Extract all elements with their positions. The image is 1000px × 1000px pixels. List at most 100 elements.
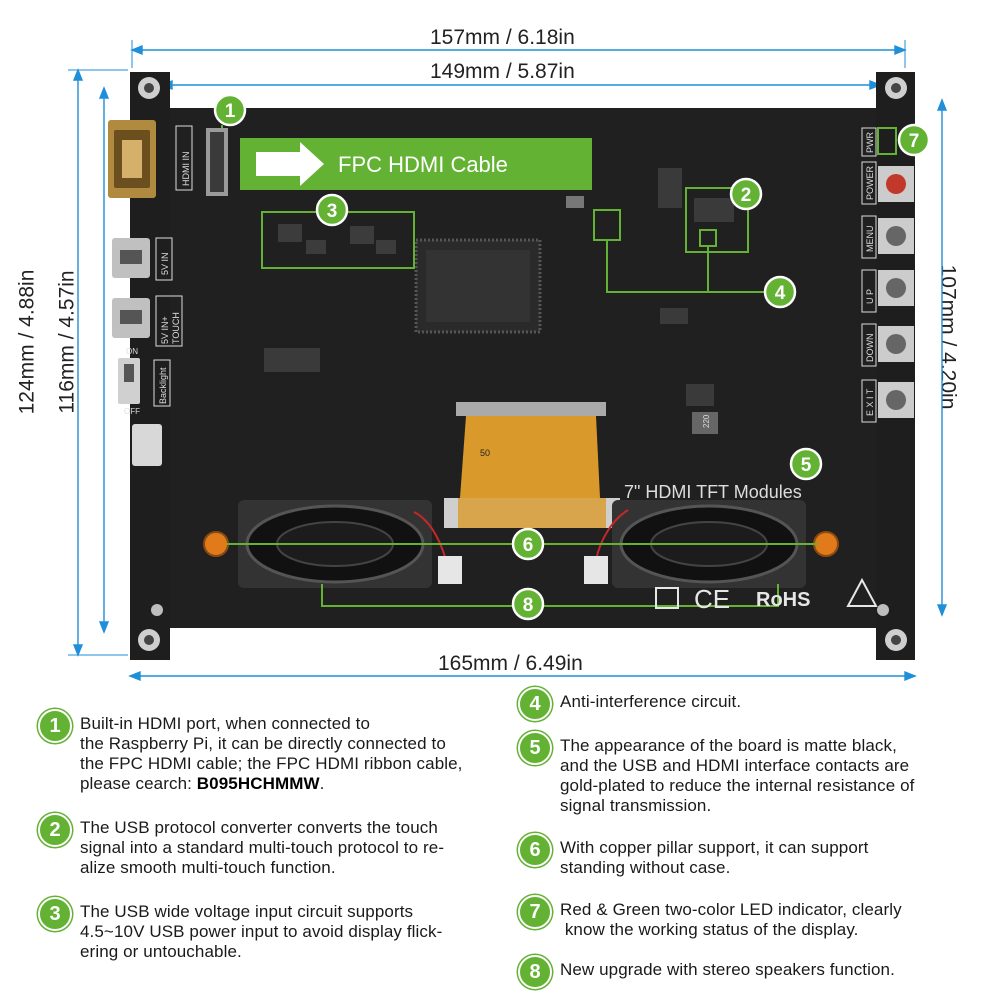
callout-1-number: 1	[225, 101, 236, 122]
mounting-holes	[138, 77, 907, 651]
note-1-prefix: please cearch:	[80, 774, 197, 793]
note-5-line-4: signal transmission.	[560, 796, 712, 815]
speaker-left	[238, 500, 432, 588]
backlight-on-label: ON	[126, 347, 138, 356]
main-chip	[414, 238, 542, 334]
note-1: 1 Built-in HDMI port, when connected to …	[38, 709, 508, 794]
note-5-line-2: and the USB and HDMI interface contacts …	[560, 756, 910, 775]
ce-mark: CE	[694, 584, 730, 614]
callout-1: 1	[213, 93, 247, 127]
product-code: B095HCHMMW	[196, 774, 320, 793]
hdmi-in-label: HDMI IN	[181, 152, 191, 187]
note-7-line-1: Red & Green two-color LED indicator, cle…	[560, 900, 902, 919]
usb-touch-port	[112, 298, 150, 338]
note-6-line-1: With copper pillar support, it can suppo…	[560, 838, 869, 857]
note-6-badge: 6	[518, 833, 552, 867]
width-outer-label: 157mm / 6.18in	[430, 26, 575, 49]
callout-5-number: 5	[801, 455, 812, 476]
note-4-line-1: Anti-interference circuit.	[560, 692, 742, 711]
note-5-line-3: gold-plated to reduce the internal resis…	[560, 776, 915, 795]
note-7-line-2: know the working status of the display.	[560, 920, 859, 939]
pwr-label: PWR	[865, 132, 875, 153]
note-4: 4 Anti-interference circuit.	[518, 687, 988, 721]
hdmi-port	[108, 120, 156, 198]
note-6: 6 With copper pillar support, it can sup…	[518, 833, 988, 878]
callout-8-number: 8	[523, 595, 534, 616]
note-5-badge: 5	[518, 731, 552, 765]
note-1-line-1: Built-in HDMI port, when connected to	[80, 714, 371, 733]
note-2-line-3: alize smooth multi-touch function.	[80, 858, 336, 877]
note-2-badge: 2	[38, 813, 72, 847]
module-label: 7" HDMI TFT Modules	[624, 482, 802, 502]
callout-2-number: 2	[741, 185, 752, 206]
note-3-badge: 3	[38, 897, 72, 931]
speaker-plug-right	[584, 556, 608, 584]
note-1-line-4: please cearch: B095HCHMMW.	[80, 774, 463, 794]
callout-box-2	[685, 187, 749, 253]
callout-5: 5	[789, 447, 823, 481]
callout-box-7	[877, 127, 897, 155]
note-8-badge: 8	[518, 955, 552, 989]
arrow-right-icon	[256, 142, 324, 186]
copper-pillar-left	[203, 531, 229, 557]
note-3-line-3: ering or untouchable.	[80, 942, 242, 961]
speaker-connector	[132, 424, 162, 466]
note-3-line-1: The USB wide voltage input circuit suppo…	[80, 902, 414, 921]
weee-icon	[655, 587, 679, 609]
note-1-suffix: .	[319, 774, 325, 793]
note-7-text: Red & Green two-color LED indicator, cle…	[560, 900, 902, 940]
speaker-plug-left	[438, 556, 462, 584]
note-7-badge: 7	[518, 895, 552, 929]
fpc-banner-text: FPC HDMI Cable	[338, 152, 508, 177]
callout-8: 8	[511, 587, 545, 621]
rohs-mark: RoHS	[756, 589, 810, 611]
usb-touch-label-2: TOUCH	[171, 312, 181, 344]
inductor-label: 220	[702, 414, 711, 428]
note-1-line-2: the Raspberry Pi, it can be directly con…	[80, 734, 446, 753]
backlight-label: Backlight	[158, 367, 168, 404]
board-diagram: HDMI IN 5V IN 5V IN+ TOUCH Backlight ON …	[68, 40, 948, 682]
btn-label-down: DOWN	[865, 334, 875, 363]
note-6-text: With copper pillar support, it can suppo…	[560, 838, 868, 878]
note-5-text: The appearance of the board is matte bla…	[560, 736, 914, 816]
btn-label-up: U P	[865, 289, 875, 304]
note-2-line-1: The USB protocol converter converts the …	[80, 818, 438, 837]
btn-label-exit: E X I T	[865, 388, 875, 416]
feature-notes: 1 Built-in HDMI port, when connected to …	[0, 687, 1000, 1000]
usb-touch-label-1: 5V IN+	[160, 316, 170, 344]
note-5: 5 The appearance of the board is matte b…	[518, 731, 988, 816]
callout-3-number: 3	[327, 201, 338, 222]
callout-4-number: 4	[775, 283, 786, 304]
note-8: 8 New upgrade with stereo speakers funct…	[518, 955, 988, 989]
note-2: 2 The USB protocol converter converts th…	[38, 813, 508, 878]
note-5-line-1: The appearance of the board is matte bla…	[560, 736, 897, 755]
backlight-switch	[118, 358, 140, 404]
fpc-ribbon	[444, 402, 620, 528]
backlight-off-label: OFF	[124, 407, 140, 416]
btn-label-menu: MENU	[865, 226, 875, 253]
callout-6-number: 6	[523, 535, 534, 556]
dimension-lines	[68, 40, 948, 682]
callout-2: 2	[729, 177, 763, 211]
btn-label-power: POWER	[865, 165, 875, 200]
callout-7: 7	[897, 123, 931, 157]
inductor	[692, 412, 718, 434]
callout-3: 3	[315, 193, 349, 227]
callout-7-number: 7	[909, 131, 920, 152]
width-bottom-label: 165mm / 6.49in	[438, 652, 583, 675]
note-3-line-2: 4.5~10V USB power input to avoid display…	[80, 922, 443, 941]
note-4-text: Anti-interference circuit.	[560, 692, 741, 712]
note-1-text: Built-in HDMI port, when connected to th…	[80, 714, 463, 794]
button-column	[878, 166, 914, 418]
note-2-text: The USB protocol converter converts the …	[80, 818, 444, 878]
note-1-line-3: the FPC HDMI cable; the FPC HDMI ribbon …	[80, 754, 463, 773]
note-3-text: The USB wide voltage input circuit suppo…	[80, 902, 442, 962]
note-2-line-2: signal into a standard multi-touch proto…	[80, 838, 445, 857]
note-6-line-2: standing without case.	[560, 858, 731, 877]
note-8-line-1: New upgrade with stereo speakers functio…	[560, 960, 895, 979]
callout-4: 4	[763, 275, 797, 309]
callout-6: 6	[511, 527, 545, 561]
width-inner-label: 149mm / 5.87in	[430, 60, 575, 83]
esd-warning-icon	[846, 577, 878, 607]
usb-5v-label: 5V IN	[160, 252, 170, 275]
